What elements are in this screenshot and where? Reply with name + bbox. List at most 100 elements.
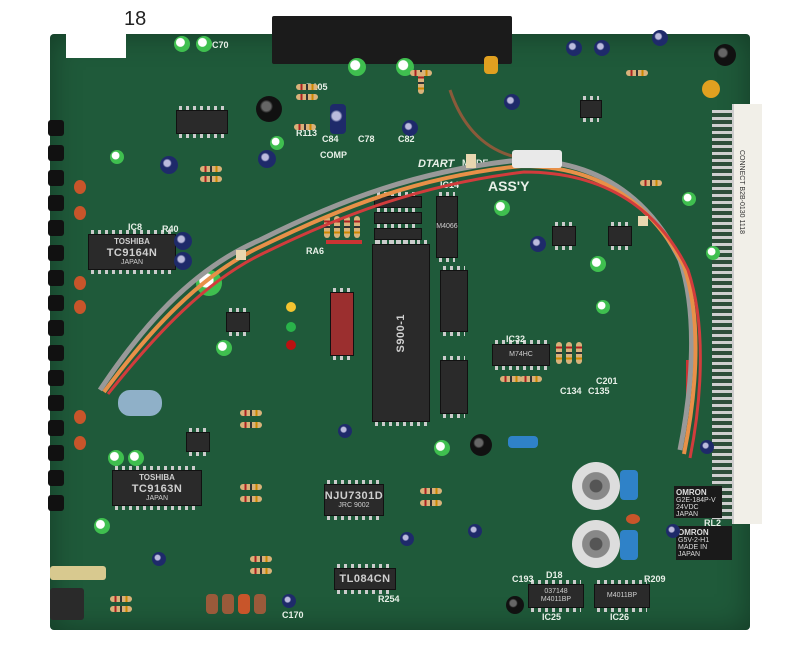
electrolytic-cap <box>652 30 668 46</box>
resistor <box>334 216 340 238</box>
ceramic-cap <box>74 300 86 314</box>
electrolytic-cap <box>174 232 192 250</box>
ic-small <box>552 222 576 250</box>
silk-c82: C82 <box>398 134 415 144</box>
electrolytic-cap <box>348 58 366 76</box>
film-cap <box>620 530 638 560</box>
dip-header <box>330 288 354 360</box>
brand-silk: DTART <box>418 158 455 170</box>
resistor <box>250 556 272 562</box>
electrolytic-cap <box>152 552 166 566</box>
electrolytic-cap <box>128 450 144 466</box>
silk-d18: D18 <box>546 570 563 580</box>
ic-small <box>580 96 602 122</box>
electrolytic-cap <box>94 518 110 534</box>
ic-tl084cn: TL084CN <box>334 564 396 594</box>
silk-c135: C135 <box>588 386 610 396</box>
resistor <box>640 180 662 186</box>
silk-ra6: RA6 <box>306 246 325 256</box>
ceramic-cap <box>74 410 86 424</box>
resistor <box>250 568 272 574</box>
resistor <box>240 484 262 490</box>
ceramic-cap <box>238 594 250 614</box>
silk-r40: R40 <box>162 224 179 234</box>
crystal-oscillator <box>50 566 106 580</box>
resistor <box>500 376 522 382</box>
silk-r254: R254 <box>378 594 400 604</box>
assy-silk: ASS'Y <box>488 178 530 194</box>
electrolytic-cap <box>174 252 192 270</box>
resistor <box>240 496 262 502</box>
ceramic-cap <box>206 594 218 614</box>
resistor <box>520 376 542 382</box>
electrolytic-cap <box>504 94 520 110</box>
ic-ic26: M4011BP <box>594 580 650 612</box>
electrolytic-cap <box>596 300 610 314</box>
electrolytic-cap <box>494 200 510 216</box>
electrolytic-cap <box>590 256 606 272</box>
ic-ic25: 037148 M4011BP <box>528 580 584 612</box>
led-red <box>286 340 296 350</box>
electrolytic-cap <box>256 96 282 122</box>
electrolytic-cap <box>258 150 276 168</box>
edge-connector-text: CONNECT B2B-0130 1118 <box>738 150 745 235</box>
ceramic-cap <box>74 436 86 450</box>
front-panel-jacks <box>48 120 64 520</box>
ic-small <box>608 222 632 250</box>
resistor <box>576 342 582 364</box>
silk-r113: R113 <box>296 128 318 138</box>
ceramic-cap <box>74 180 86 194</box>
film-cap <box>620 470 638 500</box>
electrolytic-cap <box>338 424 352 438</box>
electrolytic-cap <box>282 594 296 608</box>
resistor <box>566 342 572 364</box>
electrolytic-cap <box>706 246 720 260</box>
ic-ref-ic8: IC8 <box>128 222 143 232</box>
resistor <box>200 166 222 172</box>
electrolytic-cap <box>566 40 582 56</box>
electrolytic-cap <box>700 440 714 454</box>
electrolytic-cap <box>468 524 482 538</box>
electrolytic-cap <box>666 524 680 538</box>
resistor <box>294 124 316 130</box>
corner-label: 18 <box>118 8 153 31</box>
ic-tc9164n: TOSHIBA TC9164N JAPAN <box>88 230 176 274</box>
film-cap <box>118 390 162 416</box>
silk-r209: R209 <box>644 574 666 584</box>
output-jack <box>50 588 84 620</box>
electrolytic-cap <box>530 236 546 252</box>
resistor <box>324 216 330 238</box>
film-cap <box>626 514 640 524</box>
resistor <box>556 342 562 364</box>
electrolytic-cap <box>400 532 414 546</box>
ic-ref-ic26: IC26 <box>610 612 630 622</box>
resistor <box>110 606 132 612</box>
silk-c78: C78 <box>358 134 375 144</box>
ic-ic14: M4066 <box>436 192 458 262</box>
electrolytic-cap <box>594 40 610 56</box>
relay-rl1: OMRON G2E-184P-V 24VDC JAPAN <box>674 486 722 518</box>
ic-small <box>176 106 228 138</box>
ic-nju7301d: NJU7301D JRC 9002 <box>324 480 384 520</box>
electrolytic-cap <box>108 450 124 466</box>
electrolytic-cap <box>682 192 696 206</box>
resistor <box>354 216 360 238</box>
red-jumper <box>326 240 362 244</box>
edge-connector <box>732 104 762 524</box>
ic-small <box>440 266 468 336</box>
relay-rl2: OMRON G5V-2-H1 MADE IN JAPAN <box>676 526 732 560</box>
electrolytic-cap <box>270 136 284 150</box>
comp-silk: COMP <box>320 150 347 160</box>
ic-small <box>340 572 342 574</box>
power-transistor <box>374 224 422 244</box>
resistor <box>626 70 648 76</box>
ic-ref-ic25: IC25 <box>542 612 562 622</box>
silk-c70: C70 <box>212 40 229 50</box>
resistor <box>420 488 442 494</box>
led-yellow <box>286 302 296 312</box>
electrolytic-cap <box>402 120 418 136</box>
resistor <box>344 216 350 238</box>
edge-connector-pins <box>712 110 734 520</box>
trimmer-pot <box>572 462 620 510</box>
ic-ic32: M74HC <box>492 340 550 370</box>
